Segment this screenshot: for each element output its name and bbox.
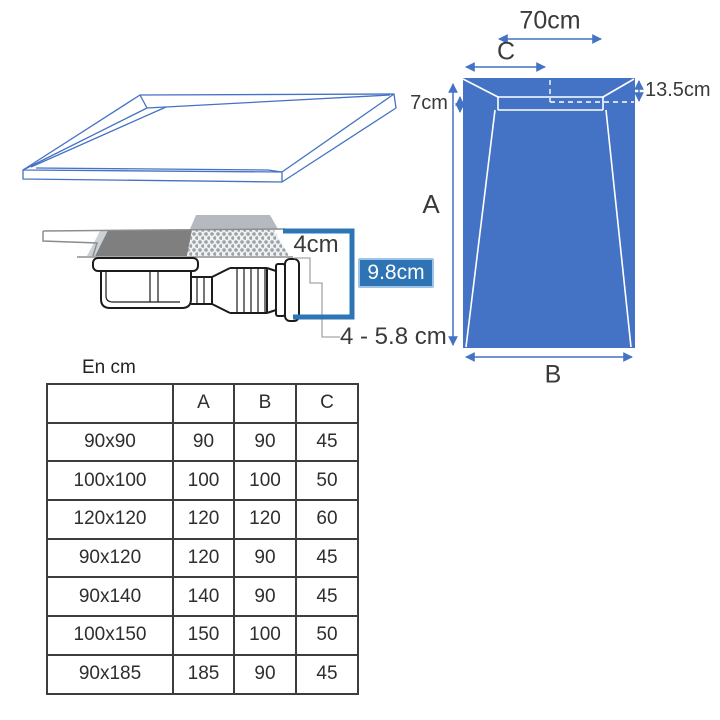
table-header-row: A B C: [46, 383, 359, 424]
channel-length-label: 70cm: [519, 6, 581, 35]
dimension-cell: 45: [295, 576, 359, 618]
dimension-cell: 140: [172, 576, 235, 618]
drain-trap: [92, 257, 199, 309]
total-height-label: 9.8cm: [367, 261, 425, 284]
size-cell: 90x90: [46, 421, 174, 463]
drain-axis-dashed-line: [549, 80, 634, 103]
drain-mat-mosaic: [187, 230, 289, 256]
dimension-cell: 90: [233, 537, 297, 579]
size-cell: 100x100: [46, 460, 174, 502]
tray-thickness-label: 4cm: [293, 231, 339, 258]
size-cell: 100x150: [46, 615, 174, 656]
c-dimension-label: C: [496, 37, 516, 66]
dimension-cell: 45: [295, 537, 359, 579]
adjustment-range-label: 4 - 5.8 cm: [340, 323, 447, 350]
b-dimension-label: B: [544, 360, 562, 389]
channel-offset-label: 13.5cm: [645, 79, 711, 101]
dimension-cell: 45: [295, 421, 359, 463]
tile-slope-dark: [95, 230, 192, 256]
size-cell: 90x120: [46, 537, 174, 579]
drain-pipe: [191, 258, 300, 322]
dimension-cell: 100: [172, 460, 235, 502]
dimension-cell: 90: [233, 653, 297, 695]
dimension-cell: 120: [233, 499, 297, 540]
tray-3d-wireframe: [22, 93, 397, 183]
dimension-cell: 185: [172, 653, 235, 695]
a-dimension-label: A: [422, 189, 440, 219]
dimension-cell: 100: [233, 615, 297, 656]
dimension-cell: 120: [172, 499, 235, 540]
dimension-cell: 90: [233, 576, 297, 618]
table-caption: En cm: [82, 357, 136, 378]
tray-cross-section: [42, 215, 355, 338]
dimension-cell: 150: [172, 615, 235, 656]
size-cell: 90x185: [46, 653, 174, 695]
dimension-arrows: [448, 34, 644, 362]
dimension-cell: 50: [295, 460, 359, 502]
total-height-badge: 9.8cm: [358, 258, 434, 288]
dimension-cell: 90: [233, 421, 297, 463]
tile-top-layer: [190, 215, 278, 229]
dimension-cell: 45: [295, 653, 359, 695]
dimension-cell: 50: [295, 615, 359, 656]
dimension-cell: 100: [233, 460, 297, 502]
size-cell: 120x120: [46, 499, 174, 540]
header-size: [46, 383, 174, 424]
tray-top-view: [462, 78, 635, 348]
header-c: C: [295, 383, 359, 424]
header-a: A: [172, 383, 235, 424]
dimension-cell: 90: [172, 421, 235, 463]
tray-surface: [463, 78, 635, 348]
channel-width-label: 7cm: [410, 92, 448, 114]
size-cell: 90x140: [46, 576, 174, 618]
header-b: B: [233, 383, 297, 424]
height-bracket: [283, 228, 355, 320]
dimension-cell: 120: [172, 537, 235, 579]
dimension-cell: 60: [295, 499, 359, 540]
dimension-leader-lines: [294, 257, 340, 338]
